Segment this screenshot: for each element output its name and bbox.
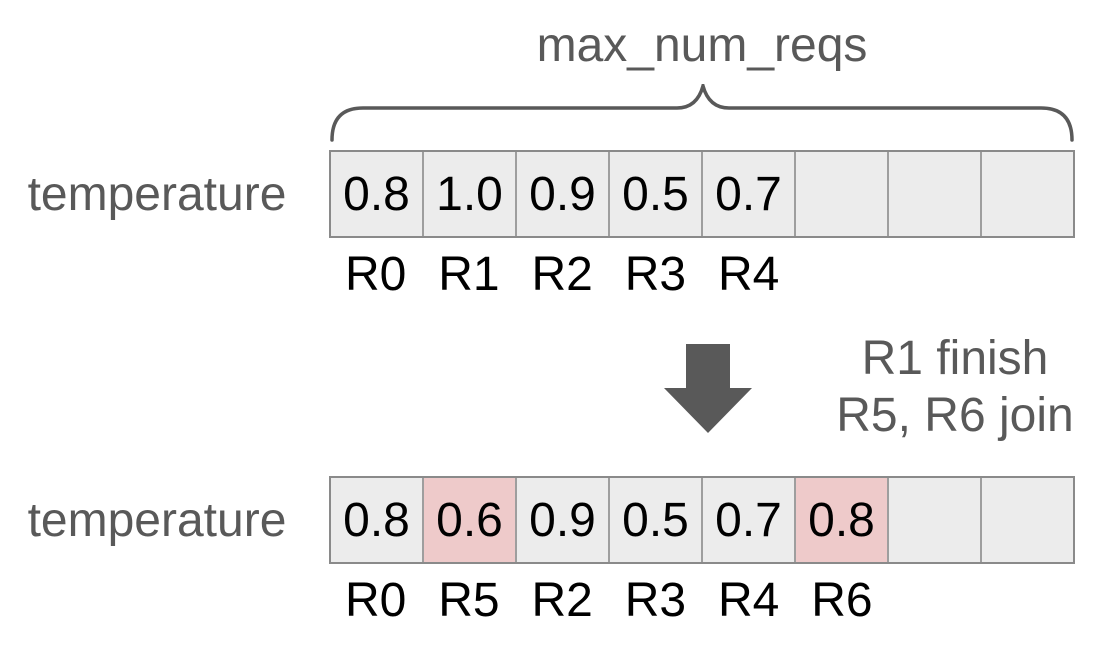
request-label: R0 bbox=[344, 248, 407, 301]
request-label: R2 bbox=[531, 248, 593, 301]
row-label-temperature-before: temperature bbox=[27, 167, 287, 221]
request-label: R3 bbox=[624, 574, 687, 627]
array-cell: 1.0 bbox=[424, 152, 517, 236]
array-cell: 0.8 bbox=[331, 152, 424, 236]
transition-note: R1 finish R5, R6 join bbox=[818, 330, 1092, 444]
array-cell: 0.9 bbox=[517, 152, 610, 236]
request-label: R5 bbox=[438, 574, 500, 627]
request-labels-before: R0 R1 R2 R3 R4 bbox=[329, 250, 1075, 300]
array-cell: 0.7 bbox=[703, 152, 796, 236]
request-label: R2 bbox=[531, 574, 593, 627]
request-label-empty bbox=[889, 250, 982, 300]
request-label: R3 bbox=[624, 248, 687, 301]
transition-note-line2: R5, R6 join bbox=[836, 389, 1074, 442]
array-cell bbox=[982, 478, 1073, 562]
request-label: R0 bbox=[344, 574, 407, 627]
array-cell bbox=[796, 152, 889, 236]
array-cell bbox=[889, 478, 982, 562]
request-label: R6 bbox=[811, 574, 873, 627]
max-num-reqs-label: max_num_reqs bbox=[536, 19, 868, 72]
array-cell-highlighted: 0.6 bbox=[424, 478, 517, 562]
request-labels-after: R0 R5 R2 R3 R4 R6 bbox=[329, 576, 1075, 626]
request-label-empty bbox=[889, 576, 982, 626]
array-cell: 0.5 bbox=[610, 478, 703, 562]
array-cell: 0.8 bbox=[331, 478, 424, 562]
transition-note-line1: R1 finish bbox=[861, 332, 1049, 385]
row-label-temperature-after: temperature bbox=[27, 493, 287, 547]
down-arrow-icon bbox=[664, 344, 752, 433]
request-label-empty bbox=[982, 576, 1075, 626]
request-label-empty bbox=[795, 250, 888, 300]
curly-brace-icon bbox=[330, 84, 1074, 142]
request-label: R1 bbox=[438, 248, 500, 301]
array-cell-highlighted: 0.8 bbox=[796, 478, 889, 562]
array-cell: 0.9 bbox=[517, 478, 610, 562]
request-label: R4 bbox=[717, 248, 780, 301]
array-cell: 0.7 bbox=[703, 478, 796, 562]
request-label-empty bbox=[982, 250, 1075, 300]
array-cell bbox=[889, 152, 982, 236]
array-cell bbox=[982, 152, 1073, 236]
request-label: R4 bbox=[717, 574, 780, 627]
array-cell: 0.5 bbox=[610, 152, 703, 236]
